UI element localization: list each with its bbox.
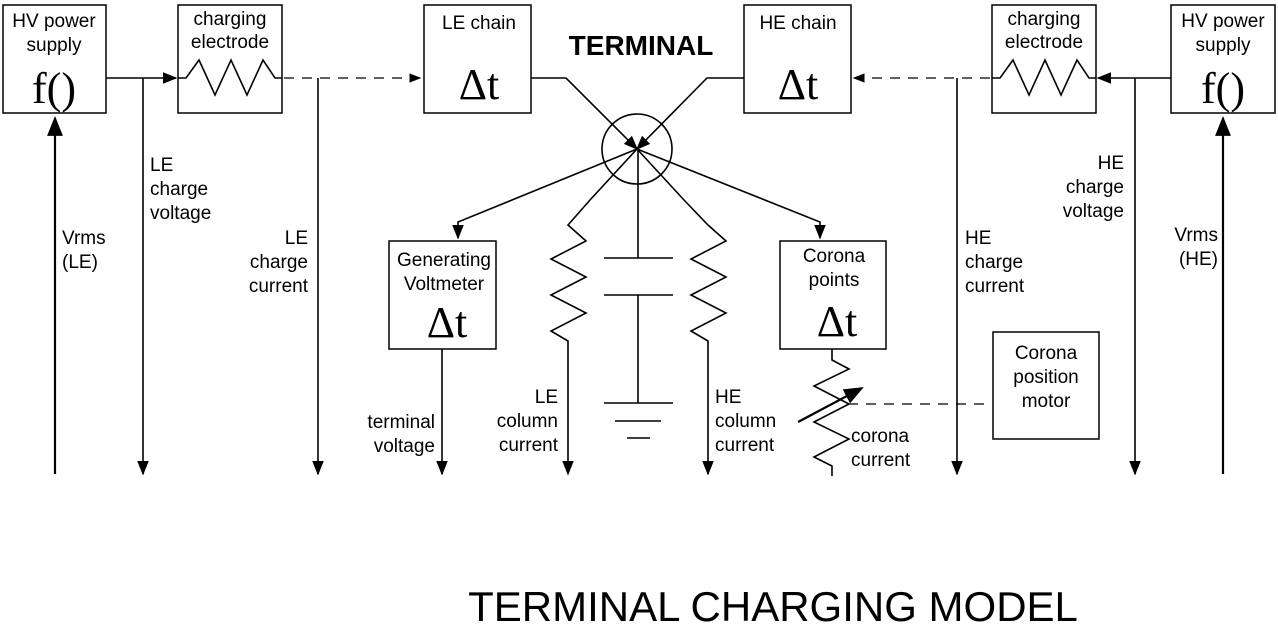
svg-text:current: current	[965, 276, 1025, 297]
svg-text:Vrms: Vrms	[62, 228, 106, 249]
svg-text:voltage: voltage	[374, 436, 435, 457]
svg-text:HE: HE	[1098, 153, 1124, 174]
vrms-le-label: Vrms (LE)	[62, 228, 106, 273]
he-column-resistor-icon	[636, 148, 728, 476]
hv-power-he-line2: supply	[1196, 35, 1251, 56]
terminal-label: TERMINAL	[569, 30, 714, 61]
hv-power-le-line2: supply	[27, 35, 82, 56]
he-charge-voltage-label: HE charge voltage	[1063, 153, 1124, 222]
le-chain-title: LE chain	[442, 13, 516, 34]
le-column-resistor-icon	[549, 148, 638, 476]
hv-power-le-line1: HV power	[12, 11, 96, 32]
he-charge-current-label: HE charge current	[965, 228, 1025, 297]
svg-text:corona: corona	[851, 426, 910, 447]
svg-text:Vrms: Vrms	[1174, 225, 1218, 246]
svg-text:column: column	[497, 411, 558, 432]
svg-text:HE: HE	[715, 387, 741, 408]
corona-points-line1: Corona	[803, 246, 866, 267]
svg-text:current: current	[851, 450, 911, 471]
charging-electrode-he-box: charging electrode	[991, 4, 1097, 114]
svg-text:current: current	[499, 435, 559, 456]
svg-text:current: current	[715, 435, 775, 456]
delta-t-symbol: Δt	[778, 60, 819, 109]
corona-motor-line2: position	[1013, 367, 1079, 388]
corona-motor-line3: motor	[1022, 391, 1071, 412]
electrode-zigzag-icon	[178, 58, 282, 97]
generating-voltmeter-box: Generating Voltmeter Δt	[388, 240, 497, 350]
he-chain-title: HE chain	[759, 13, 836, 34]
svg-text:voltage: voltage	[1063, 201, 1124, 222]
le-chain-box: LE chain Δt	[423, 4, 532, 114]
function-symbol: f()	[1201, 64, 1245, 113]
corona-points-box: Corona points Δt	[779, 240, 887, 350]
corona-motor-line1: Corona	[1015, 343, 1078, 364]
terminal-capacitor-icon	[604, 149, 673, 403]
generating-voltmeter-line2: Voltmeter	[404, 274, 485, 295]
charging-electrode-le-line2: electrode	[191, 32, 269, 53]
he-column-current-label: HE column current	[715, 387, 776, 456]
generating-voltmeter-line1: Generating	[397, 250, 491, 271]
svg-text:charge: charge	[150, 179, 208, 200]
charging-electrode-le-line1: charging	[194, 9, 267, 30]
svg-text:(HE): (HE)	[1179, 249, 1218, 270]
svg-text:(LE): (LE)	[62, 252, 98, 273]
he-chain-to-terminal-link	[635, 77, 744, 151]
svg-text:charge: charge	[250, 252, 308, 273]
svg-text:HE: HE	[965, 228, 991, 249]
charging-electrode-le-box: charging electrode	[177, 4, 283, 114]
svg-text:charge: charge	[965, 252, 1023, 273]
svg-text:voltage: voltage	[150, 203, 211, 224]
le-column-current-label: LE column current	[497, 387, 559, 456]
delta-t-symbol: Δt	[817, 297, 858, 346]
svg-text:LE: LE	[150, 155, 173, 176]
delta-t-symbol: Δt	[459, 60, 500, 109]
terminal-to-voltmeter-link	[452, 148, 638, 240]
le-chain-to-terminal-link	[531, 77, 639, 151]
diagram-title: TERMINAL CHARGING MODEL	[468, 583, 1078, 630]
corona-position-motor-box: Corona position motor	[992, 331, 1100, 440]
delta-t-symbol: Δt	[427, 298, 468, 347]
svg-text:column: column	[715, 411, 776, 432]
le-charge-current-label: LE charge current	[249, 228, 309, 297]
charging-electrode-he-line2: electrode	[1005, 32, 1083, 53]
vrms-he-label: Vrms (HE)	[1174, 225, 1218, 270]
corona-current-label: corona current	[851, 426, 911, 471]
charging-electrode-he-line1: charging	[1008, 9, 1081, 30]
terminal-to-corona-link	[636, 148, 826, 240]
le-charge-voltage-label: LE charge voltage	[150, 155, 211, 224]
svg-text:charge: charge	[1066, 177, 1124, 198]
variable-adjust-arrow-icon	[797, 387, 864, 423]
hv-power-he-line1: HV power	[1181, 11, 1265, 32]
function-symbol: f()	[32, 64, 76, 113]
hv-power-supply-he-box: HV power supply f()	[1170, 4, 1276, 114]
svg-text:LE: LE	[285, 228, 308, 249]
terminal-voltage-label: terminal voltage	[367, 412, 435, 457]
terminal-node	[601, 113, 673, 185]
svg-text:LE: LE	[535, 387, 558, 408]
electrode-zigzag-icon	[992, 58, 1096, 97]
corona-variable-resistor-icon	[812, 349, 851, 476]
ground-icon	[604, 402, 673, 439]
svg-text:terminal: terminal	[367, 412, 435, 433]
svg-text:current: current	[249, 276, 309, 297]
corona-points-line2: points	[809, 270, 860, 291]
hv-power-supply-le-box: HV power supply f()	[2, 4, 107, 114]
he-chain-box: HE chain Δt	[743, 4, 852, 114]
